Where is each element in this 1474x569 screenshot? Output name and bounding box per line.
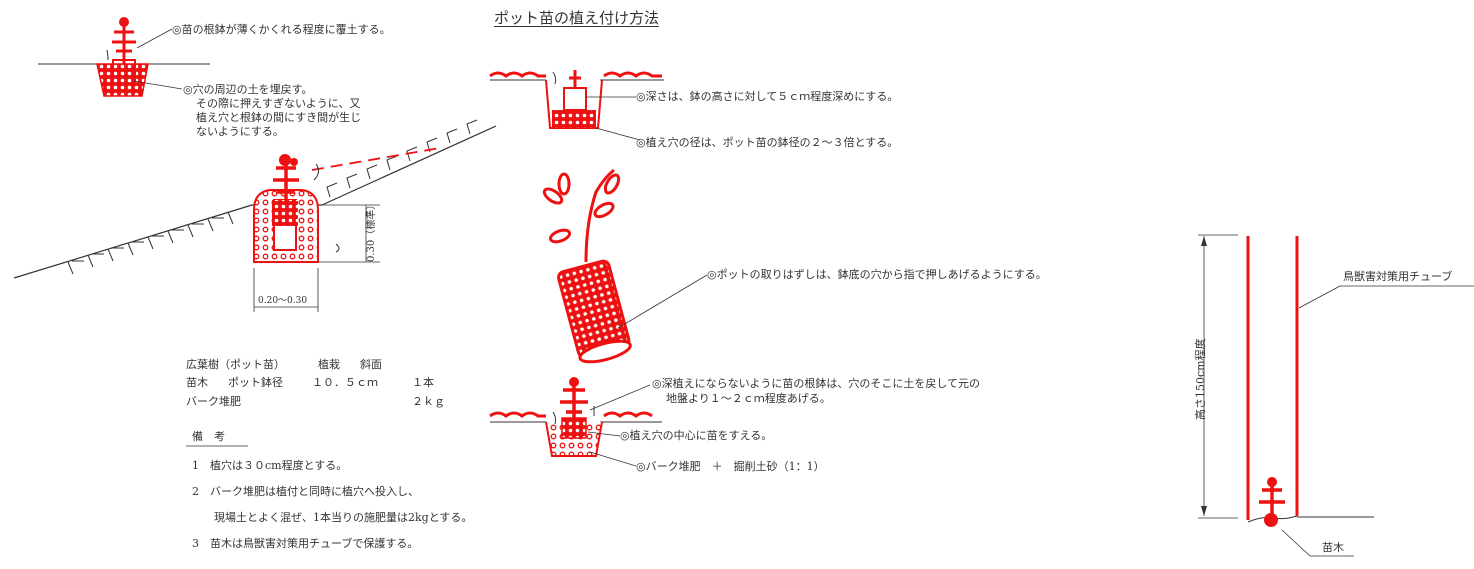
remarks-heading: 備 考 xyxy=(192,430,225,443)
cover-soil-detail xyxy=(38,17,210,97)
note-cover-soil: ◎苗の根鉢が薄くかくれる程度に覆土する。 xyxy=(172,23,391,36)
center-planting-detail xyxy=(489,377,662,467)
pot-removal-illustration xyxy=(542,168,708,364)
dim-width: 0.20～0.30 xyxy=(258,296,308,306)
note-backfill-1: ◎穴の周辺の土を埋戻す。 xyxy=(183,83,313,96)
note-backfill-2: その際に押えすぎないように、又 xyxy=(196,97,361,110)
note-backfill-4: ないようにする。 xyxy=(196,125,284,138)
note-diameter: ◎植え穴の径は、ポット苗の鉢径の２～３倍とする。 xyxy=(636,136,899,149)
dim-depth: 0.30（標準） xyxy=(366,199,377,262)
note-raise-1: ◎深植えにならないように苗の根鉢は、穴のそこに土を戻して元の xyxy=(652,377,981,390)
note-center: ◎植え穴の中心に苗をすえる。 xyxy=(620,429,773,442)
note-compost-mix: ◎バーク堆肥 ＋ 掘削土砂（1：1） xyxy=(636,460,825,473)
remark-item-4: 3 苗木は鳥獣害対策用チューブで保護する。 xyxy=(192,537,419,550)
label-tube: 鳥獣害対策用チューブ xyxy=(1343,270,1453,283)
remark-item-3: 現場土とよく混ぜ、1本当りの施肥量は2kgとする。 xyxy=(192,511,473,524)
note-raise-2: 地盤より１～２ｃｍ程度あげる。 xyxy=(666,392,831,405)
tube-detail xyxy=(1198,234,1474,557)
remark-item-2: 2 バーク堆肥は植付と同時に植穴へ投入し、 xyxy=(192,485,419,498)
pit-depth-detail xyxy=(489,70,664,141)
label-seedling: 苗木 xyxy=(1322,541,1344,554)
note-backfill-3: 植え穴と根鉢の間にすき間が生じ xyxy=(196,111,362,124)
note-pot-removal: ◎ポットの取りはずしは、鉢底の穴から指で押しあげるようにする。 xyxy=(707,268,1047,281)
seedling-icon xyxy=(542,168,621,263)
note-depth: ◎深さは、鉢の高さに対して５ｃｍ程度深めにする。 xyxy=(636,90,899,103)
diagram-title: ポット苗の植え付け方法 xyxy=(494,9,660,27)
seedling-icon xyxy=(112,22,136,64)
dim-tube-height: 高さ150cm程度 xyxy=(1194,338,1207,420)
remark-item-1: 1 植穴は３０cm程度とする。 xyxy=(192,459,348,472)
slope-planting-detail xyxy=(13,119,497,312)
